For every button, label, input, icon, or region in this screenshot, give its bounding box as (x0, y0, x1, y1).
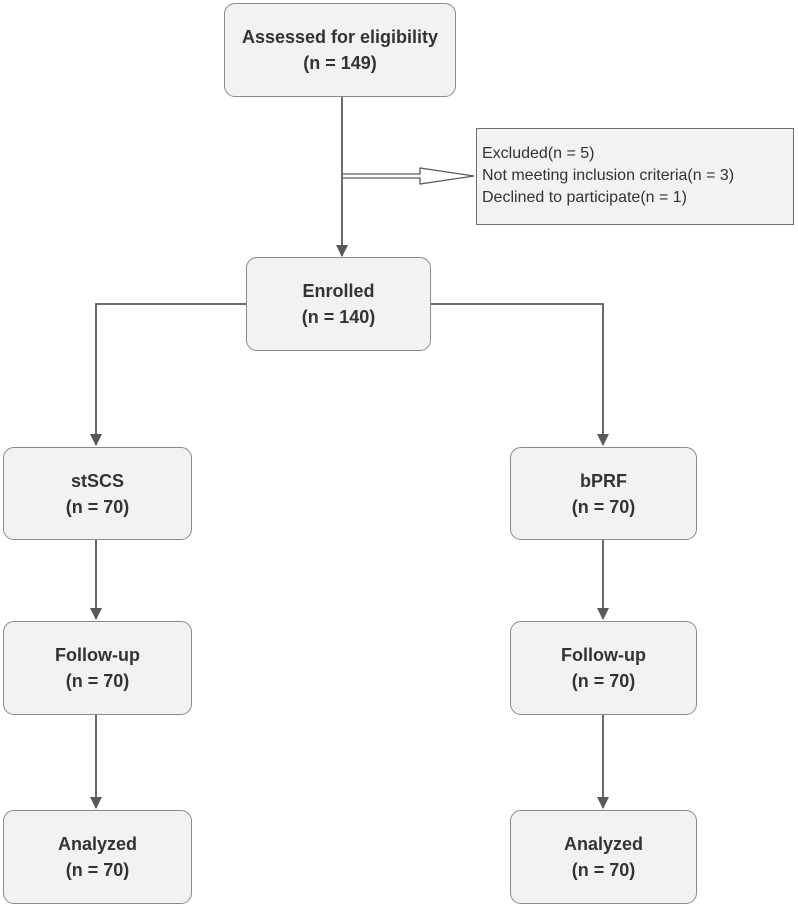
connector-enrolled-to-stscs (90, 303, 246, 446)
connector-enrolled-to-bprf (431, 303, 609, 446)
bprf-analyzed-count: (n = 70) (571, 860, 636, 880)
stscs-followup-count: (n = 70) (65, 671, 130, 691)
stscs-analyzed-box: Analyzed (n = 70) (3, 810, 192, 904)
bprf-followup-box: Follow-up (n = 70) (510, 621, 697, 715)
stscs-group-count: (n = 70) (65, 496, 130, 517)
stscs-followup-title: Follow-up (55, 645, 140, 665)
bprf-group-box: bPRF (n = 70) (510, 447, 697, 540)
assessed-box: Assessed for eligibility (n = 149) (224, 3, 456, 97)
excluded-line-declined: Declined to participate(n = 1) (482, 189, 687, 206)
stscs-group-box: stSCS (n = 70) (3, 447, 192, 540)
stscs-followup-box: Follow-up (n = 70) (3, 621, 192, 715)
enrolled-box: Enrolled (n = 140) (246, 257, 431, 351)
bprf-group-title: bPRF (580, 470, 627, 491)
connector-to-excluded-arrow (343, 167, 475, 185)
bprf-analyzed-title: Analyzed (563, 834, 644, 854)
stscs-group-title: stSCS (70, 470, 124, 491)
stscs-analyzed-count: (n = 70) (65, 860, 130, 880)
enrolled-title: Enrolled (302, 281, 375, 301)
bprf-followup-title: Follow-up (561, 645, 646, 665)
excluded-line-total: Excluded(n = 5) (482, 145, 595, 162)
bprf-analyzed-box: Analyzed (n = 70) (510, 810, 697, 904)
stscs-analyzed-title: Analyzed (57, 834, 138, 854)
excluded-box: Excluded(n = 5) Not meeting inclusion cr… (476, 128, 794, 225)
bprf-group-count: (n = 70) (571, 496, 636, 517)
assessed-title: Assessed for eligibility (241, 27, 439, 47)
bprf-followup-count: (n = 70) (571, 671, 636, 691)
excluded-line-criteria: Not meeting inclusion criteria(n = 3) (482, 167, 735, 184)
enrolled-count: (n = 140) (301, 307, 376, 327)
assessed-count: (n = 149) (303, 53, 377, 73)
